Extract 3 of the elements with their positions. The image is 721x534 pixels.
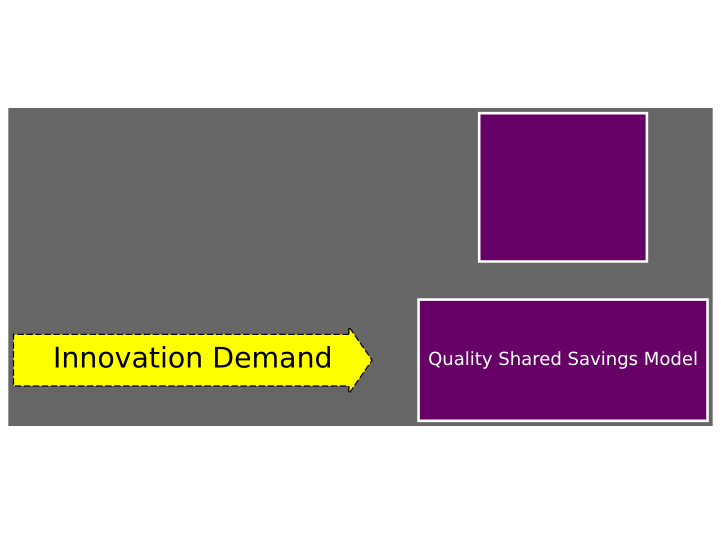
- node-box: [478, 112, 648, 263]
- label: Innovation Demand: [52, 341, 333, 374]
- node-box: Quality Shared Savings Model: [417, 298, 709, 422]
